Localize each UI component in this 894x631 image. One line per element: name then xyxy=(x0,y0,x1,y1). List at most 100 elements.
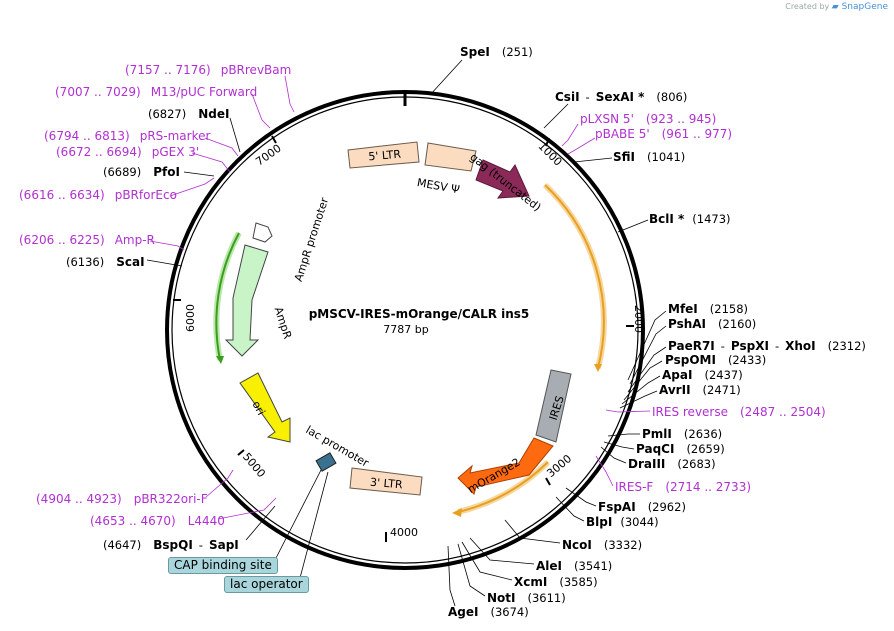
pbrrevbam-leader xyxy=(284,75,295,113)
fspai-leader xyxy=(565,487,597,507)
primer-m13[interactable]: (7007 .. 7029)M13/pUC Forward xyxy=(55,85,257,99)
ampr-promoter-feature[interactable] xyxy=(252,222,273,243)
primer-pbr322ori[interactable]: (4904 .. 4923)pBR322ori-F xyxy=(36,492,208,506)
enzyme-avrii[interactable]: AvrII(2471) xyxy=(659,383,741,397)
primer-iresrev[interactable]: IRES reverse(2487 .. 2504) xyxy=(652,405,826,419)
iresrev-leader xyxy=(605,409,651,413)
ncoi-leader xyxy=(504,519,561,544)
blpi-leader xyxy=(555,496,585,522)
enzyme-ncoi[interactable]: NcoI(3332) xyxy=(562,538,642,552)
ndei-leader xyxy=(229,117,241,153)
enzyme-bcli[interactable]: BclI *(1473) xyxy=(649,212,731,226)
green-orf-arrowhead xyxy=(216,356,224,364)
enzyme-alei[interactable]: AleI(3541) xyxy=(536,559,612,573)
enzyme-csii-sexai[interactable]: CsiI-SexAI *(806) xyxy=(555,90,687,104)
gag-feature[interactable] xyxy=(475,159,530,199)
plasmid-name: pMSCV-IRES-mOrange/CALR ins5 xyxy=(309,307,530,321)
ires-feature[interactable] xyxy=(535,369,572,443)
tick-label-4000: 4000 xyxy=(390,526,418,539)
ltr3-label: 3' LTR xyxy=(370,476,404,492)
enzyme-pspomi[interactable]: PspOMI(2433) xyxy=(665,353,766,367)
spei-leader xyxy=(429,59,463,96)
tick-mark-1000 xyxy=(545,137,550,147)
enzyme-pshai[interactable]: PshAI(2160) xyxy=(668,317,756,331)
enzyme-pmli[interactable]: PmlI(2636) xyxy=(642,427,722,441)
green-orf-arc xyxy=(215,232,240,361)
enzyme-blpi[interactable]: BlpI(3044) xyxy=(586,515,659,529)
credit-prefix: Created by xyxy=(785,2,830,11)
plxsn5-leader xyxy=(561,123,579,147)
ori-feature[interactable] xyxy=(239,372,291,443)
primer-l4440[interactable]: (4653 .. 4670)L4440 xyxy=(90,514,225,528)
primer-plxsn5[interactable]: pLXSN 5'(923 .. 945) xyxy=(580,112,716,126)
draiii-leader xyxy=(600,446,627,464)
ampr-feature[interactable] xyxy=(224,244,269,357)
lac-feature-block[interactable] xyxy=(315,452,337,472)
enzyme-spei[interactable]: SpeI(251) xyxy=(460,45,533,59)
pgex3-leader xyxy=(191,152,231,173)
primer-pbrrevbam[interactable]: (7157 .. 7176)pBRrevBam xyxy=(125,63,291,77)
ampr-primer-leader xyxy=(149,240,185,251)
mesv-psi-feature[interactable] xyxy=(424,142,477,172)
noti-leader xyxy=(457,543,486,597)
credit-brand: SnapGene xyxy=(841,2,888,12)
primer-pbabe5[interactable]: pBABE 5'(961 .. 977) xyxy=(595,127,732,141)
alei-leader xyxy=(469,537,535,565)
enzyme-sfii[interactable]: SfiI(1041) xyxy=(613,150,685,164)
enzyme-agei[interactable]: AgeI(3674) xyxy=(448,605,529,619)
enzyme-apai[interactable]: ApaI(2437) xyxy=(662,368,743,382)
morange2-feature[interactable] xyxy=(457,437,554,495)
enzyme-pfoi[interactable]: (6689)PfoI xyxy=(103,165,180,179)
ampr-promoter-label: AmpR promoter xyxy=(292,196,332,284)
ori-label: ori xyxy=(249,399,267,418)
ltr5-feature[interactable] xyxy=(347,141,420,169)
primer-iresf[interactable]: IRES-F(2714 .. 2733) xyxy=(615,480,751,494)
tick-mark-3000 xyxy=(545,477,551,486)
orf-arrowhead-2 xyxy=(452,508,462,517)
bspqi-leader xyxy=(245,505,276,541)
enzyme-group: SpeI(251) CsiI-SexAI *(806) SfiI(1041) B… xyxy=(66,45,866,619)
paer7i-leader xyxy=(627,346,667,393)
m13-leader xyxy=(251,93,271,129)
lac-operator-box[interactable]: lac operator xyxy=(224,576,309,593)
orf-arrowhead-1 xyxy=(594,364,602,372)
enzyme-fspai[interactable]: FspAI(2962) xyxy=(598,500,686,514)
enzyme-ndei[interactable]: (6827)NdeI xyxy=(148,107,230,121)
orf-arc-2 xyxy=(457,461,549,513)
pbr322ori-leader xyxy=(205,469,234,498)
iresf-leader xyxy=(595,455,614,487)
enzyme-noti[interactable]: NotI(3611) xyxy=(487,591,566,605)
primer-ampr[interactable]: (6206 .. 6225)Amp-R xyxy=(19,233,155,247)
enzyme-draiii[interactable]: DraIII(2683) xyxy=(628,457,716,471)
cap-binding-site-box[interactable]: CAP binding site xyxy=(168,557,278,574)
primer-pgex3[interactable]: (6672 .. 6694)pGEX 3' xyxy=(56,145,199,159)
enzyme-scai[interactable]: (6136)ScaI xyxy=(66,255,145,269)
gag-label: gag (truncated) xyxy=(467,151,543,214)
enzyme-paqci[interactable]: PaqCI(2659) xyxy=(636,442,725,456)
apai-leader xyxy=(621,375,661,405)
pshai-leader xyxy=(629,325,667,385)
enzyme-mfei[interactable]: MfeI(2158) xyxy=(668,302,748,316)
tick-label-7000: 7000 xyxy=(253,142,283,169)
l4440-leader xyxy=(217,497,277,520)
primer-group: (7157 .. 7176)pBRrevBam (7007 .. 7029)M1… xyxy=(19,63,826,528)
ltr3-feature[interactable] xyxy=(349,467,423,496)
tick-label-2000: 2000 xyxy=(632,305,645,333)
scai-leader xyxy=(146,259,183,267)
primer-prsmarker[interactable]: (6794 .. 6813)pRS-marker xyxy=(44,129,210,143)
tick-mark-5000 xyxy=(237,449,245,456)
bcli-leader xyxy=(617,219,649,233)
pmli-leader xyxy=(607,433,640,437)
snapgene-logo: ▰ SnapGene xyxy=(831,2,888,12)
enzyme-xcmi[interactable]: XcmI(3585) xyxy=(514,575,598,589)
mfei-leader xyxy=(627,310,667,381)
lac-promoter-label: lac promoter xyxy=(304,423,372,470)
primer-pbrforeco[interactable]: (6616 .. 6634)pBRforEco xyxy=(19,188,177,202)
lac-operator-leader xyxy=(299,471,329,579)
pbabe5-leader xyxy=(567,137,596,155)
enzyme-paer7i-pspxi-xhoi[interactable]: PaeR7I-PspXI-XhoI(2312) xyxy=(668,339,866,353)
snapgene-credit: Created by ▰ SnapGene xyxy=(785,2,888,12)
enzyme-bspqi-sapi[interactable]: (4647)BspQI-SapI xyxy=(103,538,239,552)
